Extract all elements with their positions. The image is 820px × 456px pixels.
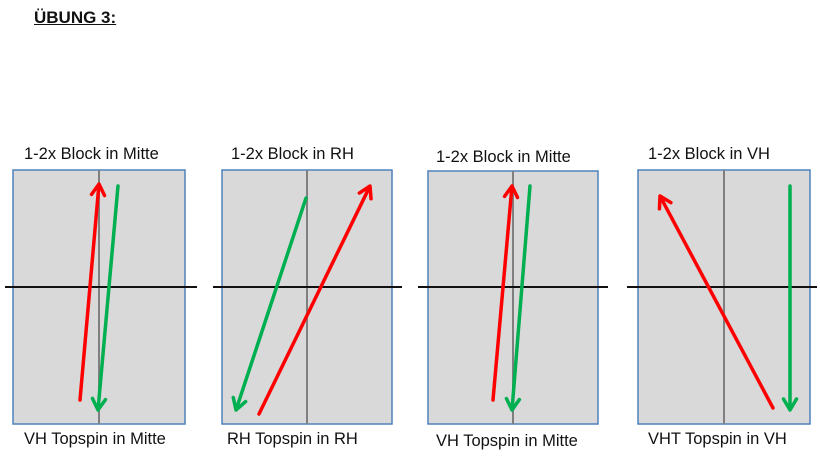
panel-2-bottom-label: RH Topspin in RH	[227, 430, 358, 448]
panel-3-green-arrow	[504, 184, 532, 412]
panel-1-green-arrow	[90, 184, 120, 412]
panel-2-top-label: 1-2x Block in RH	[231, 145, 354, 163]
panel-4-bottom-label: VHT Topspin in VH	[648, 430, 787, 448]
panel-3-red-arrow	[491, 184, 520, 402]
panel-1-red-arrow	[78, 182, 107, 402]
panel-3-top-label: 1-2x Block in Mitte	[436, 148, 571, 166]
page-title: ÜBUNG 3:	[34, 8, 117, 27]
panel-4-top-label: 1-2x Block in VH	[648, 145, 770, 163]
panel-4-green-arrow	[781, 184, 799, 412]
panel-4-red-arrow	[657, 194, 775, 410]
panel-1-bottom-label: VH Topspin in Mitte	[24, 430, 166, 448]
panel-3-bottom-label: VH Topspin in Mitte	[436, 432, 578, 450]
panel-2-red-arrow	[257, 184, 373, 416]
panel-1-top-label: 1-2x Block in Mitte	[24, 145, 159, 163]
panel-2-green-arrow	[231, 196, 308, 412]
